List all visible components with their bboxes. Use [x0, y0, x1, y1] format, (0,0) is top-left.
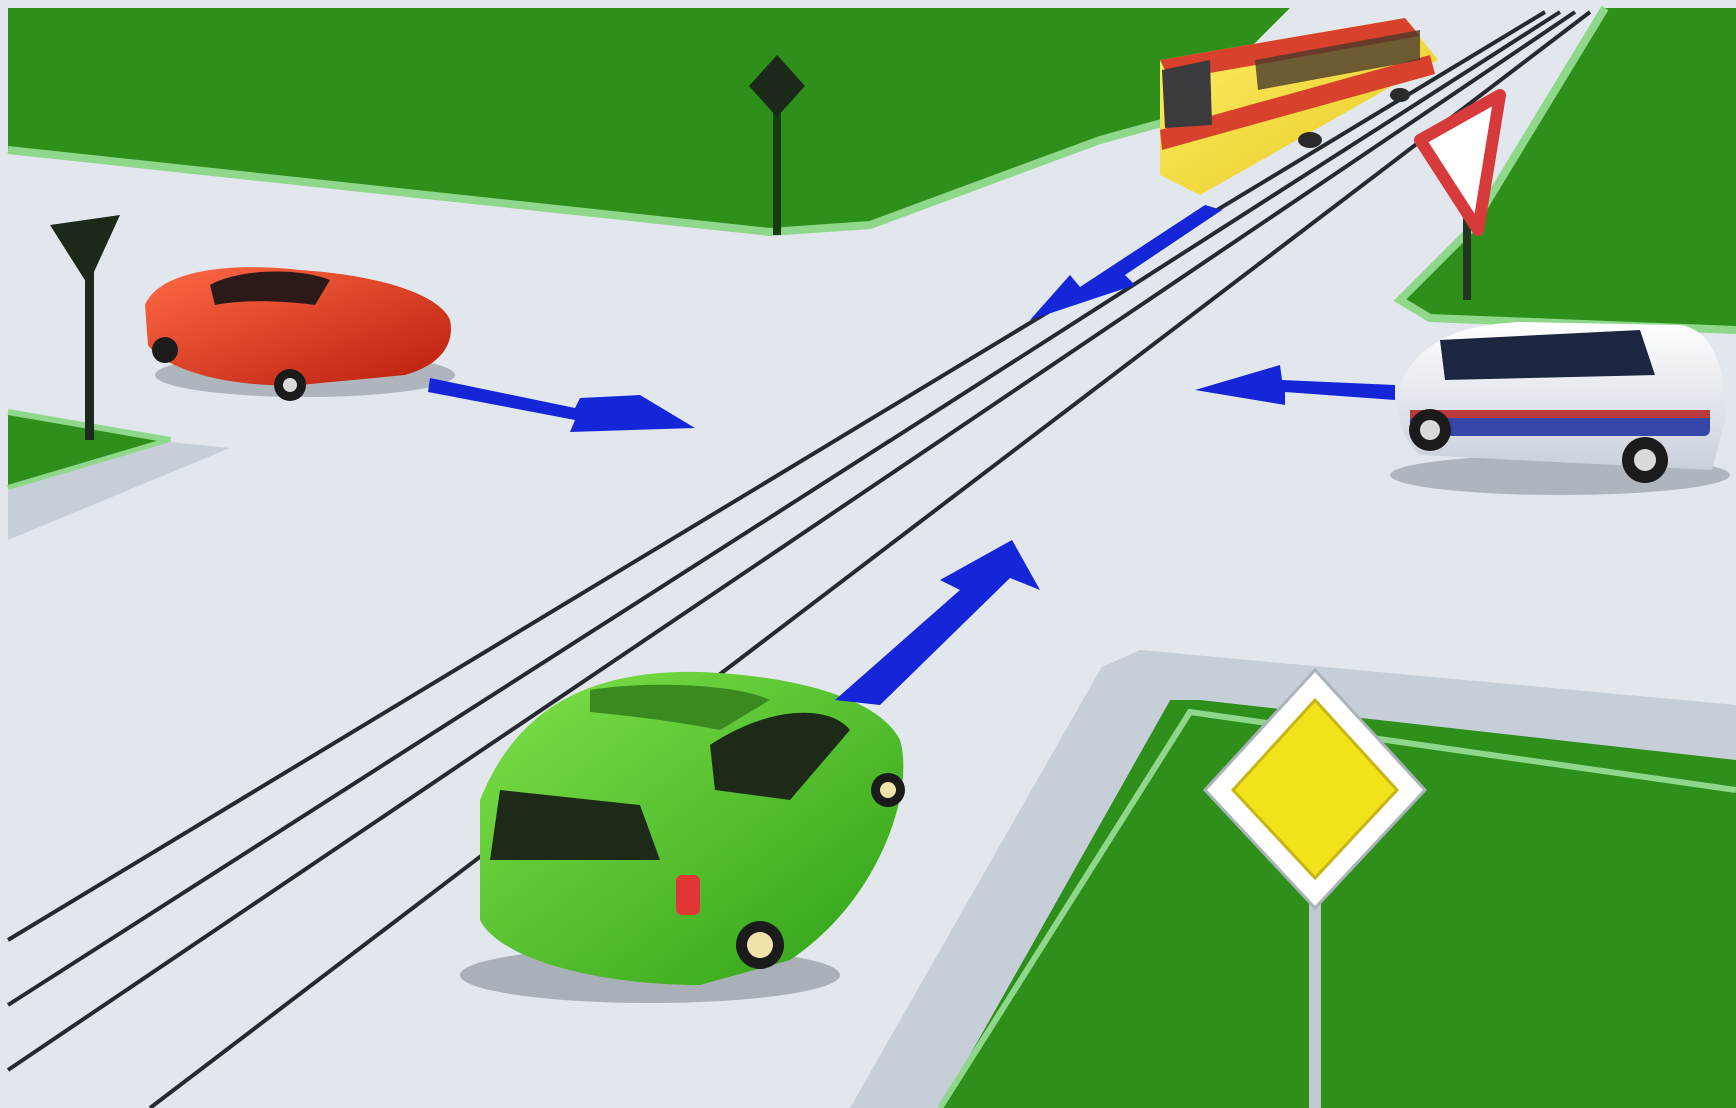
white-car-icon — [1390, 322, 1730, 495]
